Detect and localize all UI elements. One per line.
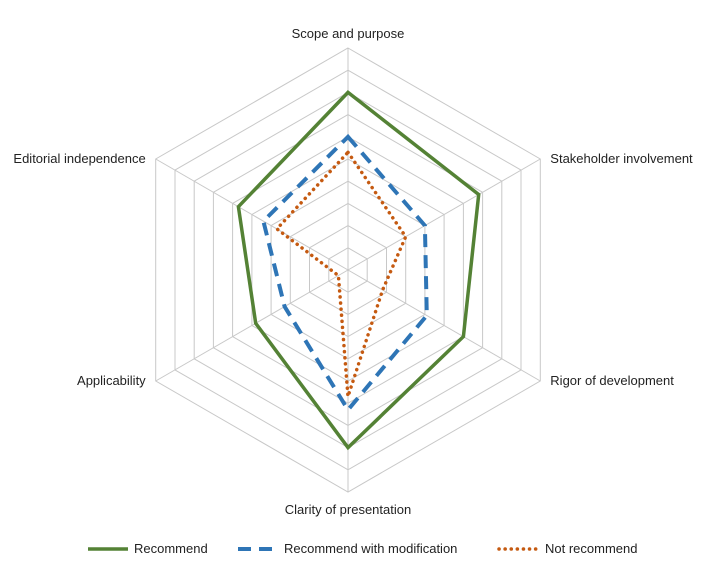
grid-spoke <box>347 269 541 382</box>
grid-spoke <box>347 158 541 271</box>
radar-series <box>236 90 481 451</box>
series-line-2 <box>274 149 408 398</box>
axis-label: Clarity of presentation <box>285 502 411 517</box>
series-line-0 <box>236 90 481 451</box>
series-line-1 <box>261 133 429 414</box>
axis-label: Rigor of development <box>550 373 674 388</box>
axis-label: Applicability <box>77 373 146 388</box>
axis-label: Stakeholder involvement <box>550 151 693 166</box>
grid-spoke <box>155 158 349 271</box>
legend: Recommend Recommend with modification Not … <box>88 541 637 556</box>
axis-label: Scope and purpose <box>292 26 405 41</box>
legend-label-0: Recommend <box>134 541 208 556</box>
grid-spoke <box>155 269 349 382</box>
axis-label: Editorial independence <box>13 151 145 166</box>
legend-label-1: Recommend with modification <box>284 541 457 556</box>
legend-label-2: Not recommend <box>545 541 637 556</box>
radar-grid <box>155 47 541 493</box>
